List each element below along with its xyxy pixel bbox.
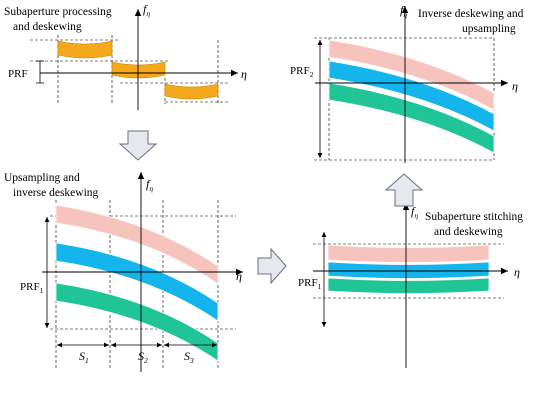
panel4-x-axis-label: η bbox=[514, 265, 520, 279]
panel2-y-axis-label: fη bbox=[146, 177, 153, 193]
panel2-band-blue bbox=[55, 242, 219, 322]
panel2-x-axis-label: η bbox=[236, 269, 242, 283]
flow-arrow-down bbox=[118, 130, 158, 161]
panel2-segment-s3: S3 bbox=[184, 349, 194, 365]
panel4-y-axis-label: fη bbox=[411, 204, 418, 220]
panel3-caption-line2: upsampling bbox=[462, 23, 516, 35]
panel4-band-pink bbox=[327, 244, 490, 263]
panel4-band-blue bbox=[327, 261, 490, 279]
panel1-subaperture-band-2 bbox=[111, 61, 166, 79]
panel4-dashed-guides bbox=[313, 243, 504, 299]
panel-subaperture-stitching: Subaperture stitching and deskewing fη η… bbox=[298, 203, 523, 368]
panel4-band-green bbox=[327, 277, 490, 294]
panel-upsampling-inverse-deskewing: Upsampling and inverse deskewing fη η PR… bbox=[4, 172, 243, 372]
flow-arrow-right bbox=[257, 247, 287, 285]
panel3-x-axis-label: η bbox=[512, 79, 518, 93]
panel2-caption-line2: inverse deskewing bbox=[13, 187, 99, 199]
panel1-y-axis-label: fη bbox=[143, 2, 150, 18]
panel1-prf-label: PRF bbox=[8, 68, 28, 80]
panel2-band-pink bbox=[55, 204, 219, 285]
panel1-x-axis-label: η bbox=[241, 67, 247, 81]
panel2-caption-line1: Upsampling and bbox=[4, 172, 80, 184]
flow-arrow-up bbox=[384, 173, 424, 207]
panel3-band-green bbox=[328, 82, 495, 154]
panel3-band-blue bbox=[328, 60, 495, 132]
panel2-prf-label: PRF1 bbox=[20, 281, 44, 295]
panel2-segment-s1: S1 bbox=[79, 349, 89, 365]
panel4-prf-label: PRF1 bbox=[298, 277, 322, 291]
panel1-caption-line1: Subaperture processing bbox=[4, 6, 112, 18]
panel1-subaperture-band-3 bbox=[164, 83, 219, 100]
panel3-y-axis-label: fη bbox=[400, 3, 407, 19]
panel1-caption-line2: and deskewing bbox=[13, 21, 82, 33]
panel4-caption-line1: Subaperture stitching bbox=[425, 211, 523, 223]
panel-inverse-deskewing-upsampling: Inverse deskewing and upsampling fη η PR… bbox=[290, 3, 524, 163]
panel3-caption-line1: Inverse deskewing and bbox=[418, 8, 524, 20]
panel-subaperture-processing: Subaperture processing and deskewing fη … bbox=[4, 2, 247, 110]
panel4-caption-line2: and deskewing bbox=[434, 226, 503, 238]
panel1-subaperture-band-1 bbox=[57, 40, 113, 59]
panel3-band-pink bbox=[328, 39, 495, 111]
panel2-band-green bbox=[55, 282, 219, 362]
panel2-segment-s2: S2 bbox=[138, 349, 148, 365]
panel3-prf-label: PRF2 bbox=[290, 65, 314, 79]
